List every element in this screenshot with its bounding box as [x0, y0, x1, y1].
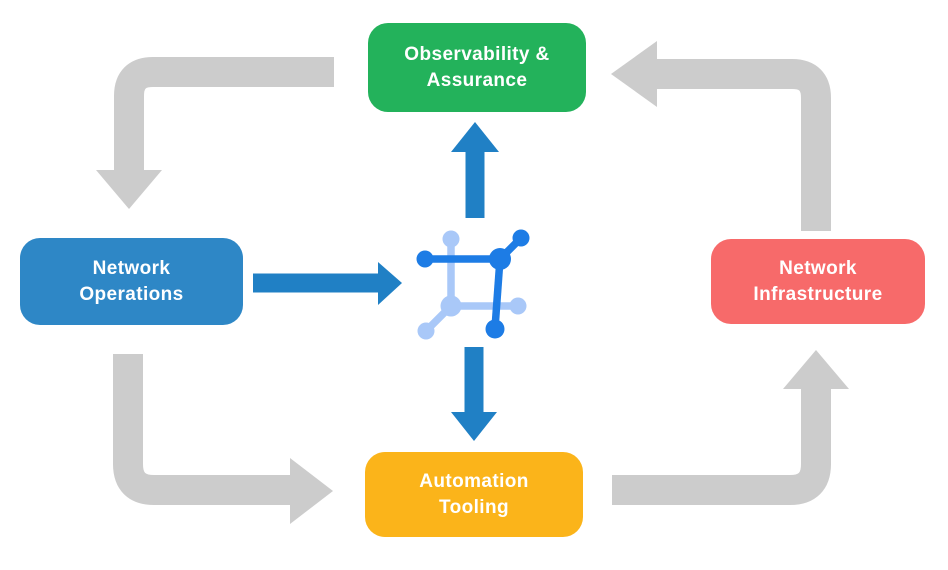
arrow-center-to-automation: [451, 347, 497, 441]
node-label-line: Network: [92, 258, 171, 280]
arrow-head: [451, 122, 499, 152]
node-label-line: Automation: [419, 471, 529, 493]
arrow-automation-to-infrastructure: [612, 350, 849, 505]
arrow-head: [451, 412, 497, 441]
node-observability-assurance: Observability & Assurance: [368, 23, 586, 112]
arrow-center-to-observability: [451, 122, 499, 218]
icon-node-dot: [512, 229, 530, 247]
node-label-line: Assurance: [426, 69, 528, 91]
network-mesh-icon: [416, 229, 530, 340]
icon-node-dot: [509, 297, 527, 315]
icon-node-dot: [417, 322, 435, 340]
arrow-shaft: [612, 389, 831, 505]
arrow-head: [290, 458, 333, 524]
node-label-line: Observability &: [404, 44, 550, 66]
arrow-head: [783, 350, 849, 389]
arrow-head: [378, 262, 402, 305]
icon-node-dot: [416, 250, 434, 268]
node-label-line: Operations: [79, 283, 184, 305]
arrow-shaft: [114, 57, 334, 172]
arrow-head: [611, 41, 657, 107]
node-network-infrastructure: Network Infrastructure: [711, 239, 925, 324]
node-automation-tooling: Automation Tooling: [365, 452, 583, 537]
arrow-head: [96, 170, 162, 209]
arrow-observability-to-operations: [96, 57, 334, 209]
node-label-line: Infrastructure: [753, 283, 883, 305]
icon-node-dot: [440, 295, 462, 317]
arrow-operations-to-automation: [113, 354, 333, 524]
icon-node-dot: [442, 230, 460, 248]
network-mesh-icon-dark-links: [416, 229, 530, 339]
arrow-shaft: [657, 59, 831, 231]
arrow-infrastructure-to-observability: [611, 41, 831, 231]
icon-node-dot: [489, 248, 511, 270]
network-mesh-icon-light-links: [417, 230, 527, 340]
icon-link-line: [491, 258, 504, 329]
node-label-line: Tooling: [439, 496, 509, 518]
arrow-shaft: [113, 354, 290, 505]
node-network-operations: Network Operations: [20, 238, 243, 325]
icon-node-dot: [485, 319, 505, 339]
arrow-operations-to-center: [253, 262, 402, 305]
node-label-line: Network: [779, 258, 857, 280]
